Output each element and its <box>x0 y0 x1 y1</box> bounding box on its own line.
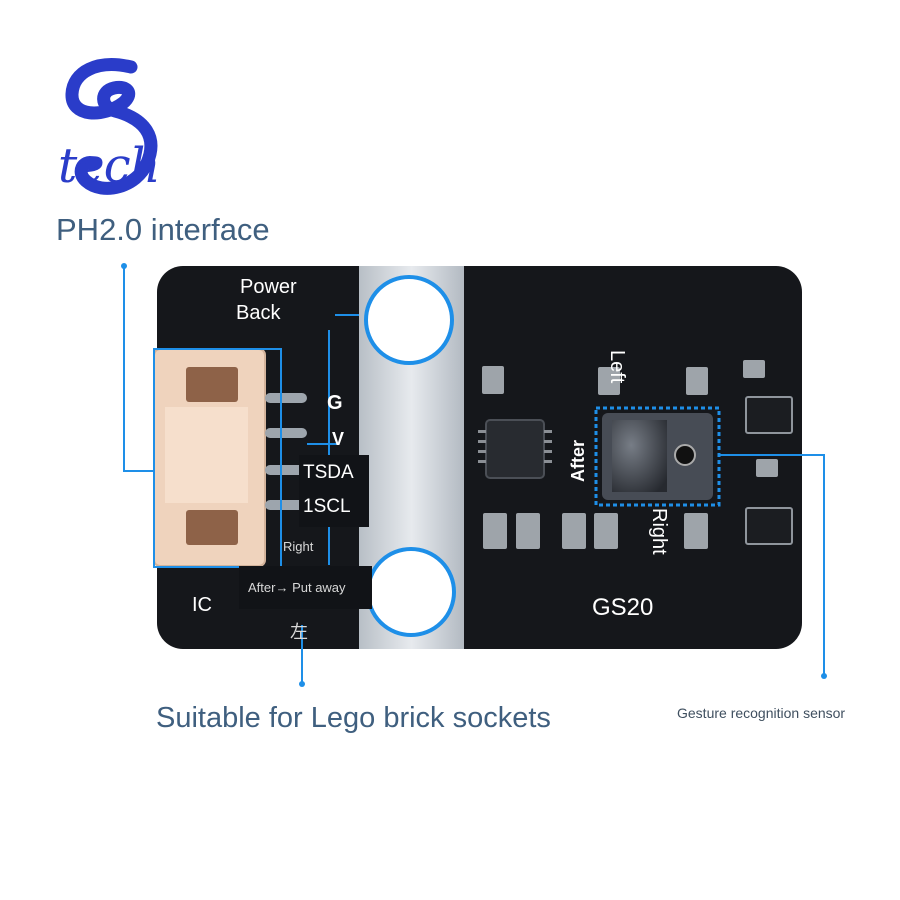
mounting-hole-bottom <box>366 547 456 637</box>
board-label-g: G <box>327 392 343 414</box>
gesture-direction-after: After <box>568 439 588 482</box>
connector-slot-bottom <box>186 510 238 545</box>
connector-body-highlight <box>165 407 248 503</box>
pin-label-tsda: TSDA <box>303 462 354 483</box>
small-label-right: Right <box>283 539 314 554</box>
gesture-sensor-window <box>612 420 667 492</box>
mounting-hole-top <box>364 275 454 365</box>
ic-chip <box>485 419 545 479</box>
model-label-gs20: GS20 <box>592 594 654 621</box>
after-put-away-label: After→ Put away <box>248 580 346 595</box>
gesture-direction-left: Left <box>606 350 628 384</box>
annotation-lines <box>123 266 825 684</box>
brand-logo <box>65 58 158 195</box>
board-label-power: Power <box>240 276 297 298</box>
connector-pins <box>265 393 307 510</box>
ic-label-box <box>183 583 229 625</box>
smd-components <box>482 360 793 549</box>
connector-slot-top <box>186 367 238 402</box>
brand-logo-text: tech <box>58 138 161 194</box>
annotation-dots <box>121 263 827 687</box>
pin-label-box <box>299 455 369 527</box>
lego-socket-caption: Suitable for Lego brick sockets <box>156 702 551 734</box>
gesture-sensor-lens <box>674 444 696 466</box>
pcb-board <box>157 266 802 649</box>
ic-label: IC <box>192 594 212 616</box>
gesture-direction-right: Right <box>648 508 670 555</box>
connector-callout-box <box>153 348 282 568</box>
board-label-back: Back <box>236 302 281 324</box>
gesture-sensor-caption: Gesture recognition sensor <box>677 705 846 721</box>
sensor-callout-box <box>594 406 721 507</box>
board-bottom-mark: 左 <box>290 622 308 642</box>
after-put-away-box <box>239 566 372 609</box>
ic-chip-pins <box>478 430 552 463</box>
ph2-interface-label: PH2.0 interface <box>56 212 270 247</box>
brand-logo-g-mark <box>65 58 158 195</box>
pin-label-1scl: 1SCL <box>303 496 351 517</box>
board-label-v: V <box>332 429 345 449</box>
